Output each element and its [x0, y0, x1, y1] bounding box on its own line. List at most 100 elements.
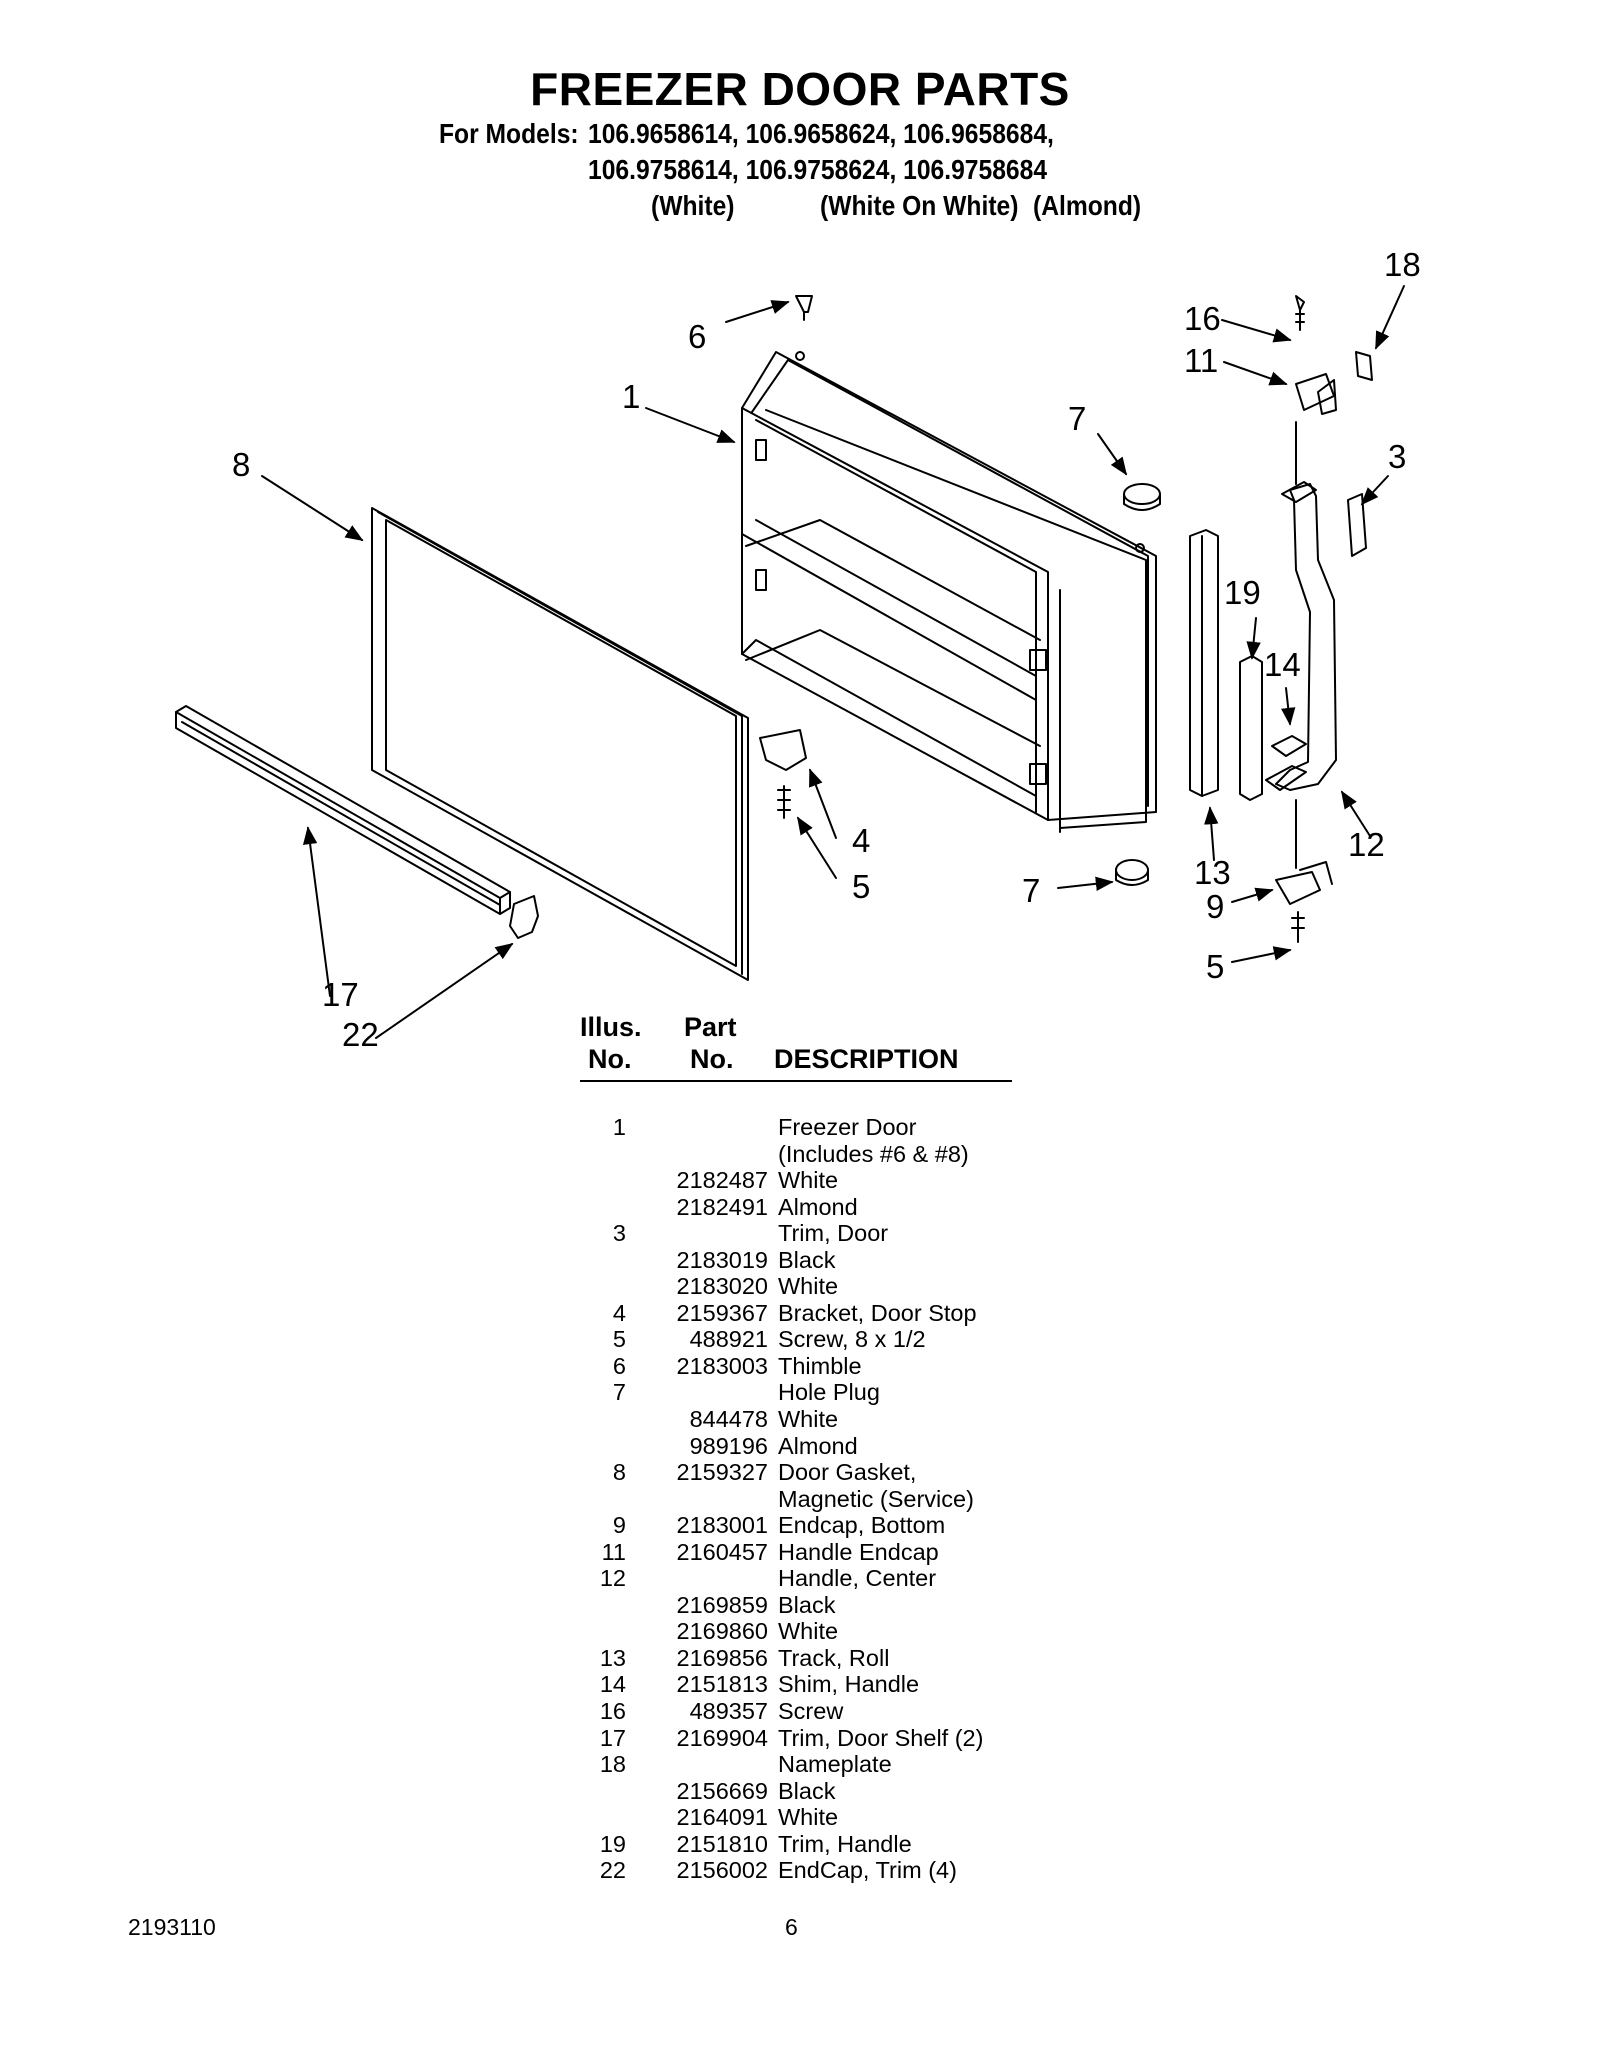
part-description: White [778, 1167, 839, 1194]
page-title: FREEZER DOOR PARTS [530, 63, 1070, 115]
callout-18: 18 [1384, 246, 1421, 283]
part-description: Endcap, Bottom [778, 1512, 946, 1539]
header-illus-line2: No. [588, 1044, 632, 1074]
handle-assembly-drawing [1265, 295, 1373, 943]
hole-plug-top-drawing [1123, 483, 1161, 505]
part-number: 489357 [689, 1698, 768, 1725]
callout-9: 9 [1206, 888, 1224, 925]
callout-22: 22 [342, 1016, 379, 1053]
color-almond: (Almond) [1033, 190, 1142, 221]
part-description: Nameplate [778, 1751, 892, 1778]
part-number: 2169904 [676, 1724, 769, 1751]
illus-number: 12 [599, 1565, 626, 1592]
callout-17: 17 [322, 976, 359, 1013]
part-number: 2159327 [676, 1459, 769, 1486]
part-description: Black [778, 1777, 836, 1804]
callout-14: 14 [1264, 646, 1301, 683]
illus-number: 14 [599, 1671, 626, 1698]
part-description: Hole Plug [778, 1379, 880, 1406]
illus-number: 3 [612, 1220, 626, 1247]
callout-8: 8 [232, 446, 250, 483]
part-number: 2183019 [676, 1246, 769, 1273]
part-description: Handle Endcap [778, 1538, 939, 1565]
illus-number: 19 [599, 1830, 626, 1857]
illus-number: 16 [599, 1698, 626, 1725]
part-description: White [778, 1804, 839, 1831]
handle-trim-drawing [1239, 655, 1263, 801]
models-line-2: 106.9758614, 106.9758624, 106.9758684 [588, 154, 1048, 185]
part-number: 2160457 [676, 1538, 769, 1565]
illus-number: 11 [601, 1538, 626, 1565]
thimble-drawing [795, 295, 813, 321]
part-description: Handle, Center [778, 1565, 937, 1592]
illus-number: 13 [599, 1644, 626, 1671]
part-description: Black [778, 1246, 836, 1273]
illus-number: 18 [599, 1751, 626, 1778]
part-description: Almond [778, 1193, 858, 1220]
callout-5-right: 5 [1206, 948, 1224, 985]
part-description: Trim, Door Shelf (2) [778, 1724, 984, 1751]
part-description: (Includes #6 & #8) [778, 1140, 969, 1167]
exploded-parts-diagram: 1 3 4 5 5 6 7 7 8 9 11 12 13 14 16 17 18… [175, 246, 1421, 1053]
illus-number: 6 [612, 1352, 626, 1379]
callout-6: 6 [688, 318, 706, 355]
track-roll-drawing [1189, 529, 1219, 797]
part-description: Door Gasket, [778, 1459, 917, 1486]
part-description: Magnetic (Service) [778, 1485, 974, 1512]
part-number: 2183020 [676, 1273, 769, 1300]
callout-4: 4 [852, 822, 870, 859]
part-description: White [778, 1618, 839, 1645]
part-number: 989196 [689, 1432, 768, 1459]
part-description: Screw, 8 x 1/2 [778, 1326, 926, 1353]
part-number: 2183003 [676, 1352, 769, 1379]
header-illus-line1: Illus. [580, 1012, 642, 1042]
part-description: Track, Roll [778, 1644, 890, 1671]
hole-plug-bottom-drawing [1115, 859, 1149, 881]
illus-number: 17 [599, 1724, 626, 1751]
illus-number: 4 [612, 1299, 626, 1326]
part-description: EndCap, Trim (4) [778, 1857, 957, 1884]
callout-16: 16 [1184, 300, 1221, 337]
callout-7-bottom: 7 [1022, 872, 1040, 909]
callout-3: 3 [1388, 438, 1406, 475]
part-number: 2151813 [676, 1671, 769, 1698]
part-number: 2151810 [676, 1830, 769, 1857]
part-number: 2182487 [676, 1167, 769, 1194]
illus-number: 7 [612, 1379, 626, 1406]
part-description: Trim, Door [778, 1220, 889, 1247]
part-number: 2156002 [676, 1857, 769, 1884]
document-number: 2193110 [128, 1914, 216, 1940]
callout-19: 19 [1224, 574, 1261, 611]
illus-number: 5 [612, 1326, 626, 1353]
door-stop-bracket-drawing [759, 729, 807, 771]
models-line-1: 106.9658614, 106.9658624, 106.9658684, [588, 118, 1054, 149]
part-description: Thimble [778, 1352, 862, 1379]
illus-number: 22 [599, 1857, 626, 1884]
part-description: Trim, Handle [778, 1830, 912, 1857]
part-description: Freezer Door [778, 1114, 917, 1140]
part-number: 2169856 [676, 1644, 769, 1671]
part-description: Shim, Handle [778, 1671, 920, 1698]
part-number: 2164091 [676, 1804, 769, 1831]
part-description: White [778, 1406, 839, 1433]
part-number: 2169859 [676, 1591, 769, 1618]
freezer-door-drawing [741, 351, 1157, 833]
part-number: 2159367 [676, 1299, 769, 1326]
header-part-line2: No. [690, 1044, 734, 1074]
part-number: 2182491 [676, 1193, 769, 1220]
part-number: 2169860 [676, 1618, 769, 1645]
part-description: Screw [778, 1698, 844, 1725]
page-number: 6 [785, 1914, 798, 1940]
part-description: White [778, 1273, 839, 1300]
illus-number: 1 [612, 1114, 626, 1140]
callout-7-top: 7 [1068, 400, 1086, 437]
part-number: 488921 [689, 1326, 768, 1353]
part-number: 2156669 [676, 1777, 769, 1804]
part-description: Black [778, 1591, 836, 1618]
part-number: 2183001 [676, 1512, 769, 1539]
color-white-on-white: (White On White) [820, 190, 1019, 221]
callout-13: 13 [1194, 854, 1231, 891]
part-description: Bracket, Door Stop [778, 1299, 977, 1326]
part-number: 844478 [689, 1406, 768, 1433]
callout-5: 5 [852, 868, 870, 905]
